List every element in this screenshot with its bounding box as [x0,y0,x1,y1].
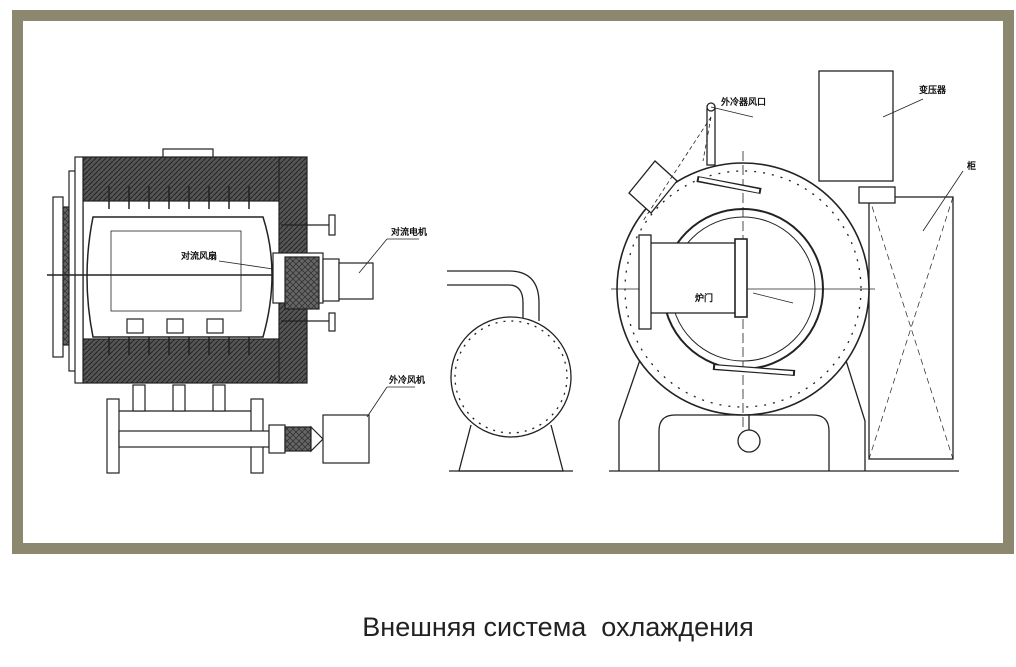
label-external-cooling-air-inlet: 外冷器风口 [720,96,766,108]
furnace-side-view [47,148,419,474]
label-cut-off-char: 柜 [966,160,976,172]
label-transformer: 变压器 [919,84,947,96]
furnace-front-view [609,70,964,472]
label-convection-fan: 对流风扇 [181,250,217,262]
label-convection-motor: 对流电机 [391,226,427,238]
furnace-cooling-diagram: 对流电机 对流风扇 外冷风机 [47,70,976,474]
heat-exchanger-view [447,270,573,472]
drawing-frame: 对流电机 对流风扇 外冷风机 [12,10,1014,554]
figure-caption: Внешняя система охлаждения [362,612,754,642]
label-furnace-door: 炉门 [695,292,713,304]
label-external-cooling-fan: 外冷风机 [388,374,425,386]
